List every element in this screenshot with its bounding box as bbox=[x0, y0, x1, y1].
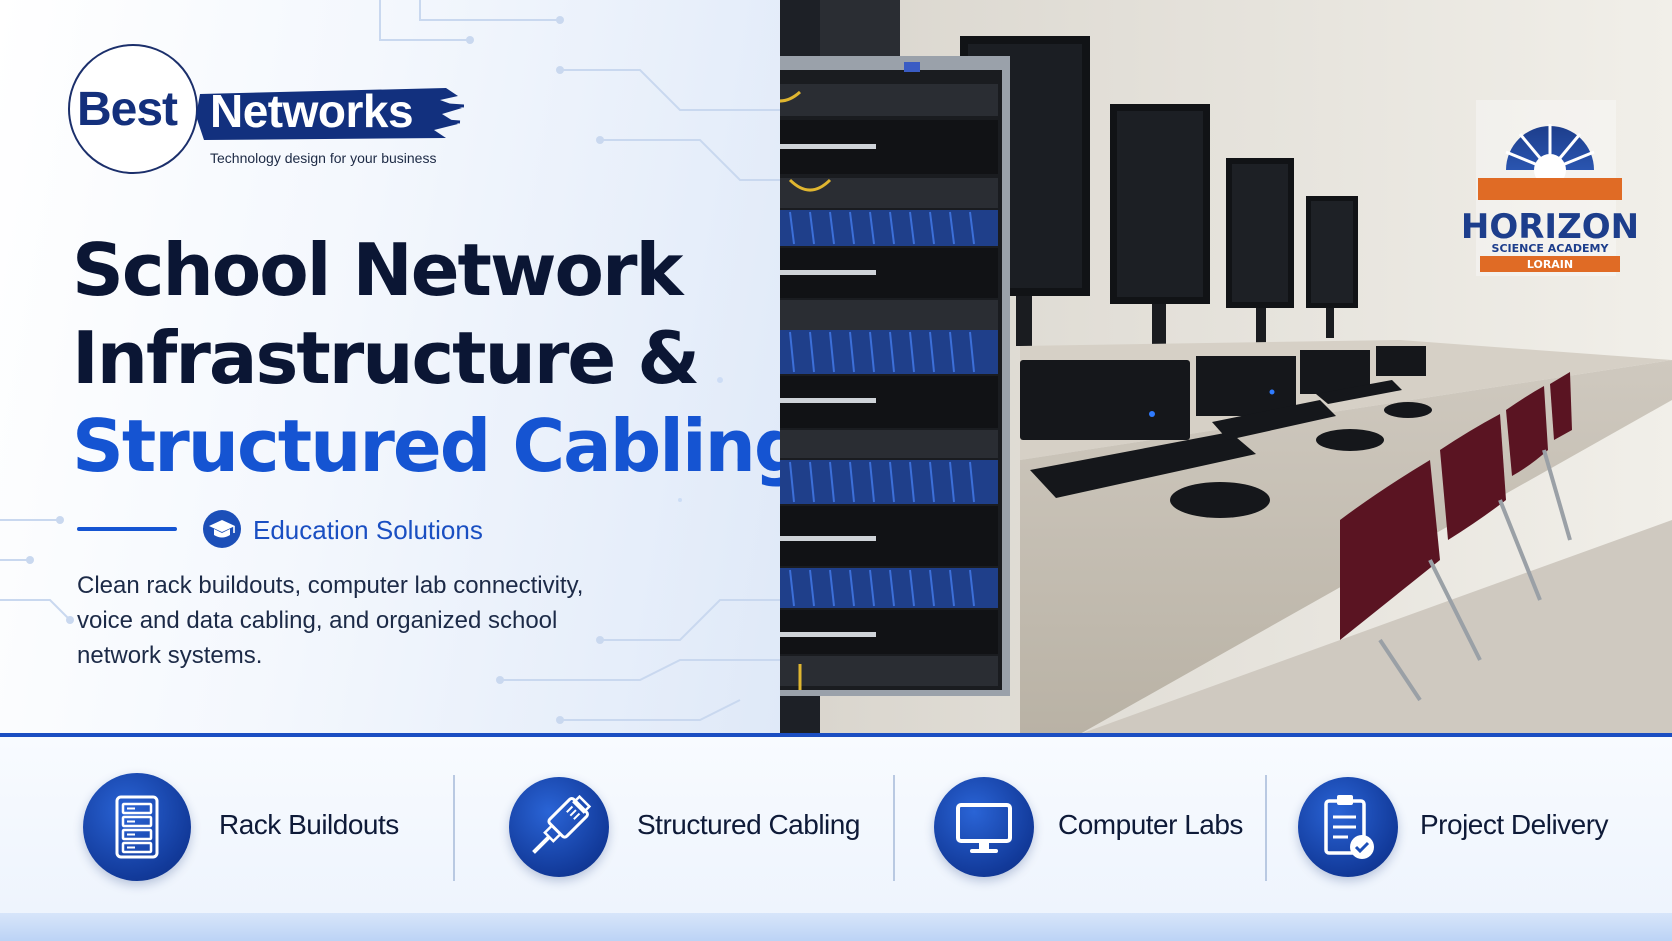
logo-text-best: Best bbox=[77, 83, 178, 136]
server-rack-icon bbox=[83, 773, 191, 881]
category-row: Education Solutions bbox=[77, 510, 597, 554]
monitor-icon bbox=[934, 777, 1034, 877]
headline-line-1: School Network bbox=[72, 228, 683, 312]
feature-label: Rack Buildouts bbox=[219, 809, 399, 840]
accent-line bbox=[77, 527, 177, 531]
svg-text:SCIENCE ACADEMY: SCIENCE ACADEMY bbox=[1492, 242, 1610, 255]
logo-ring bbox=[68, 44, 198, 174]
feature-divider bbox=[893, 775, 895, 881]
feature-label: Computer Labs bbox=[1058, 809, 1243, 840]
feature-divider bbox=[453, 775, 455, 881]
feature-computer-labs[interactable]: Computer Labs bbox=[934, 773, 1264, 883]
photo-illustration: HORIZON SCIENCE ACADEMY LORAIN bbox=[780, 0, 1672, 734]
feature-label: Structured Cabling bbox=[637, 809, 860, 840]
category-label: Education Solutions bbox=[253, 515, 483, 545]
logo-tagline: Technology design for your business bbox=[210, 150, 437, 166]
hero-panel: Best Networks Technology design for your… bbox=[0, 0, 780, 734]
feature-project-delivery[interactable]: Project Delivery bbox=[1298, 773, 1638, 883]
feature-structured-cabling[interactable]: Structured Cabling bbox=[509, 773, 869, 883]
headline-line-2: Infrastructure & bbox=[72, 316, 700, 400]
description-text: Clean rack buildouts, computer lab conne… bbox=[77, 572, 584, 669]
strip-footer-band bbox=[0, 913, 1672, 941]
feature-label: Project Delivery bbox=[1420, 809, 1609, 840]
headline-line-3: Structured Cabling bbox=[72, 404, 780, 488]
clipboard-check-icon bbox=[1298, 777, 1398, 877]
logo-text-networks: Networks bbox=[210, 85, 414, 137]
school-sign: HORIZON SCIENCE ACADEMY LORAIN bbox=[1461, 100, 1639, 276]
page-headline: School Network Infrastructure & Structur… bbox=[72, 226, 780, 490]
chairs bbox=[1340, 372, 1572, 640]
network-rack bbox=[780, 0, 1010, 734]
strip-accent-line bbox=[0, 733, 1672, 737]
graduation-cap-icon bbox=[203, 510, 241, 548]
ethernet-cable-icon bbox=[509, 777, 609, 877]
svg-text:HORIZON: HORIZON bbox=[1461, 207, 1639, 247]
svg-text:LORAIN: LORAIN bbox=[1527, 258, 1573, 271]
feature-rack-buildouts[interactable]: Rack Buildouts bbox=[83, 773, 423, 883]
logo-brush-stroke bbox=[196, 88, 464, 140]
server-room-photo: HORIZON SCIENCE ACADEMY LORAIN bbox=[780, 0, 1672, 734]
feature-divider bbox=[1265, 775, 1267, 881]
circuit-pattern-decoration bbox=[0, 0, 780, 724]
computers bbox=[1020, 346, 1432, 518]
brand-logo[interactable]: Best Networks Technology design for your… bbox=[68, 44, 468, 174]
